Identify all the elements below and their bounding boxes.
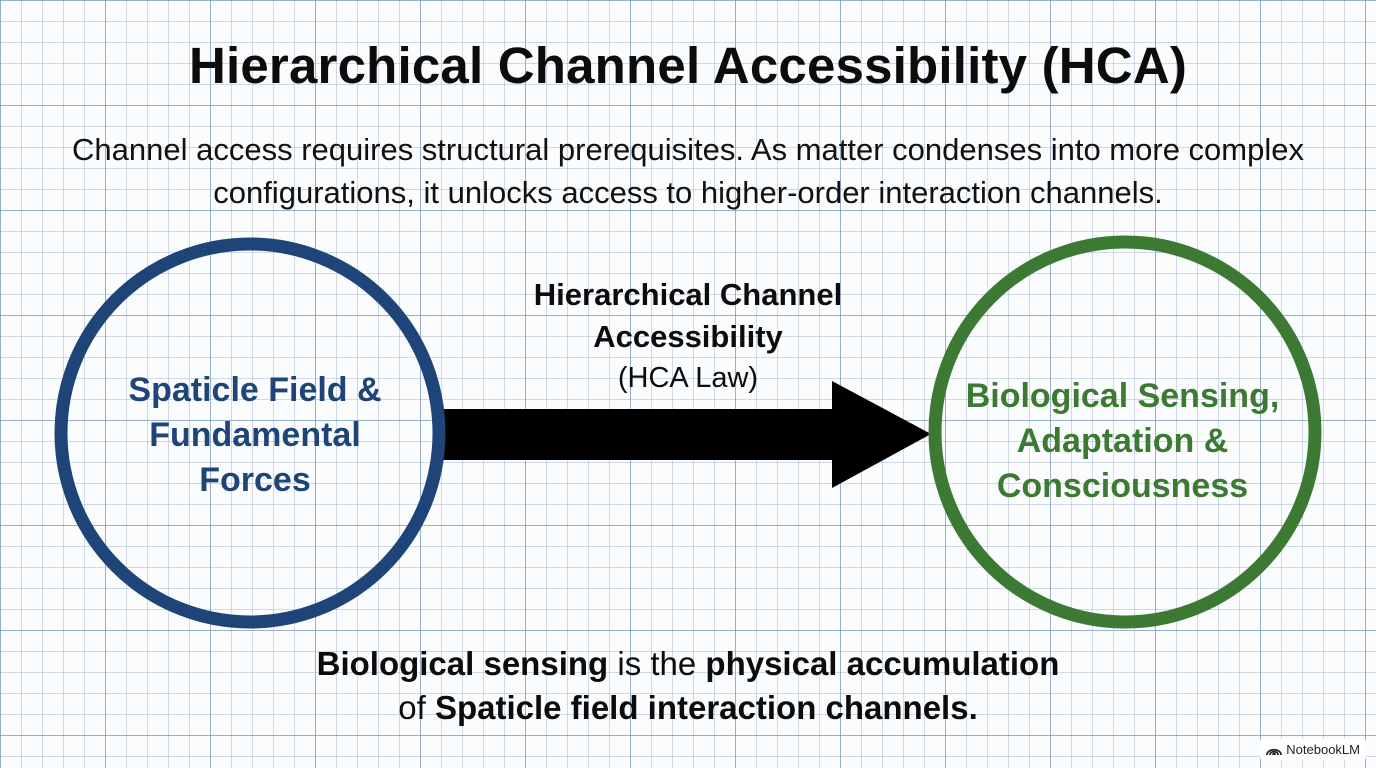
footer-text: of [398, 689, 435, 726]
footer-line-1: Biological sensing is the physical accum… [150, 642, 1226, 686]
source-node-line: Fundamental [149, 416, 361, 454]
arrow-label: Hierarchical Channel Accessibility (HCA … [470, 274, 906, 398]
notebooklm-badge: NotebookLM [1260, 739, 1366, 760]
target-node-line: Adaptation & [1016, 422, 1229, 460]
footer-emphasis: Spaticle field interaction channels. [434, 689, 978, 726]
page-subtitle: Channel access requires structural prere… [72, 132, 1304, 210]
branding-label: NotebookLM [1286, 742, 1360, 757]
footer-statement: Biological sensing is the physical accum… [150, 642, 1226, 730]
source-node-line: Forces [199, 461, 311, 499]
hca-arrow [438, 381, 931, 488]
source-node-line: Spaticle Field & [128, 371, 382, 409]
footer-text: is the [608, 645, 706, 682]
footer-emphasis: physical accumulation [705, 645, 1060, 682]
target-node-circle [928, 235, 1322, 629]
footer-emphasis: Biological sensing [316, 645, 609, 682]
target-node-label: Biological Sensing, Adaptation & Conscio… [935, 374, 1310, 509]
footer-line-2: of Spaticle field interaction channels. [150, 686, 1226, 730]
arrow-label-line: Hierarchical Channel [533, 277, 843, 312]
target-node-line: Consciousness [996, 467, 1249, 505]
target-node-line: Biological Sensing, [965, 377, 1280, 415]
arrow-label-line: Accessibility [593, 319, 783, 354]
arrow-sublabel: (HCA Law) [617, 362, 759, 394]
source-node-circle [54, 237, 446, 629]
page-title: Hierarchical Channel Accessibility (HCA) [188, 37, 1188, 94]
notebooklm-icon [1266, 748, 1283, 755]
source-node-label: Spaticle Field & Fundamental Forces [70, 368, 440, 503]
